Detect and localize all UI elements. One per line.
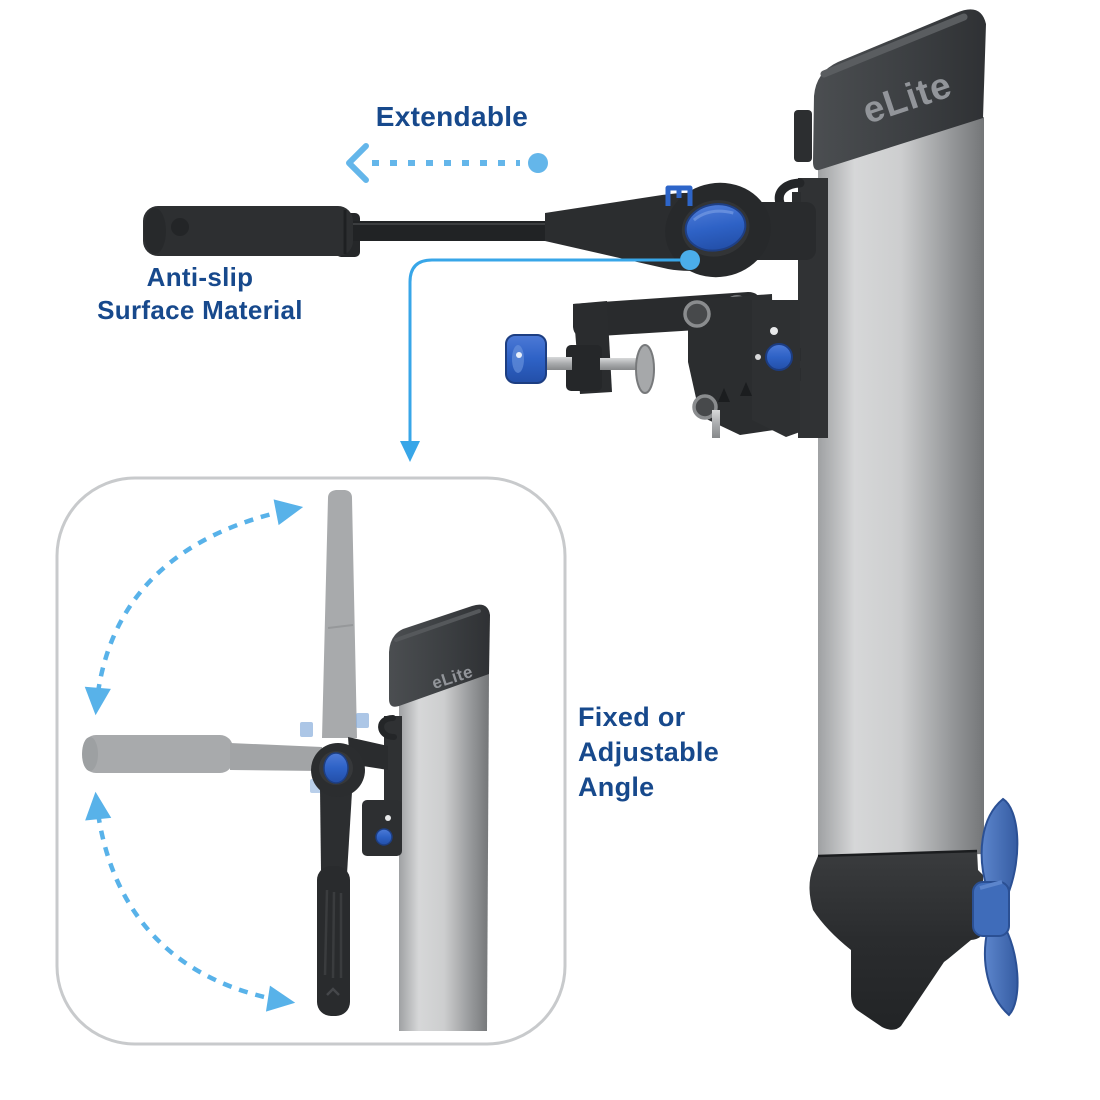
bracket-screw	[692, 394, 718, 420]
fixed-angle-line2: Adjustable	[578, 737, 720, 767]
head-tab	[794, 110, 812, 162]
clamp-knob-face	[512, 345, 524, 373]
motor-body	[818, 117, 984, 858]
extendable-arrow-chevron	[346, 143, 369, 183]
knob-highlight	[692, 209, 734, 222]
clamp-screw-sleeve	[566, 345, 602, 391]
callout-arrowhead	[400, 441, 420, 462]
inset-motor-body	[399, 672, 489, 1031]
callout-connector	[400, 250, 700, 462]
fixed-angle-label: Fixed or Adjustable Angle	[578, 700, 758, 805]
lock-pin	[712, 410, 720, 438]
motor-head-rim	[820, 13, 968, 78]
inset-motor-head	[389, 604, 490, 707]
fixed-angle-line3: Angle	[578, 772, 655, 802]
tiller-arm	[143, 182, 816, 278]
bracket-screw	[683, 300, 711, 328]
side-plate-dot2	[755, 354, 761, 360]
clamp-knob-dot	[516, 352, 522, 358]
propeller-blade-bottom	[984, 922, 1019, 1017]
rotation-arrow-lower	[85, 791, 296, 1012]
lower-unit	[809, 797, 1019, 1030]
side-plate-dot	[770, 327, 778, 335]
clamp-pad	[635, 344, 655, 394]
ghost-clip	[300, 722, 313, 737]
fixed-angle-line1: Fixed or	[578, 702, 686, 732]
extendable-arrow-dot	[528, 153, 548, 173]
anti-slip-line2: Surface Material	[97, 295, 303, 325]
inset-diagram: eLite	[55, 476, 567, 1046]
clamp-screw-shaft	[540, 357, 572, 370]
inset-bracket	[362, 800, 402, 856]
inset-mount-rail	[384, 716, 402, 810]
tiller-grip	[143, 206, 353, 256]
ghost-clip	[356, 713, 369, 728]
inset-pivot	[311, 743, 365, 797]
tiller-position-up-ghost	[322, 490, 357, 738]
motor-head	[813, 9, 986, 171]
bracket-marks	[718, 382, 752, 402]
callout-dot	[680, 250, 700, 270]
hub-highlight	[979, 880, 1003, 890]
blue-clip	[665, 185, 693, 206]
anti-slip-line1: Anti-slip	[146, 262, 254, 292]
anti-slip-label: Anti-slip Surface Material	[88, 261, 312, 327]
inset-motor: eLite	[348, 604, 490, 1031]
tiller-position-down	[317, 788, 352, 1016]
extendable-label: Extendable	[352, 101, 552, 133]
propeller	[972, 797, 1019, 1017]
tiller-shaft	[352, 221, 552, 241]
clamp-screw-shaft2	[600, 358, 638, 370]
rotation-arrow-upper	[84, 499, 304, 716]
grip-ridges	[323, 889, 343, 979]
side-plate-knob	[765, 343, 793, 371]
rail-tooth	[792, 192, 801, 205]
main-motor: eLite	[143, 9, 1019, 1030]
grip-endcap	[144, 208, 166, 254]
inset-pivot-knob	[323, 752, 349, 784]
tiller-position-horizontal-ghost	[82, 735, 322, 773]
grip-button	[171, 218, 189, 236]
propeller-hub	[972, 881, 1010, 937]
transom-clamp	[505, 292, 800, 438]
propeller-blade-top	[980, 797, 1019, 896]
inset-bracket-knob	[375, 828, 393, 846]
inset-cable-hook	[378, 715, 397, 740]
extendable-arrow	[346, 143, 548, 183]
inset-bracket-dot	[385, 815, 391, 821]
motor-pod	[809, 850, 983, 1030]
inset-head-rim	[394, 609, 481, 642]
callout-path	[408, 258, 681, 443]
grip-mark	[326, 987, 340, 996]
pod-seam	[817, 849, 978, 858]
extendable-label-text: Extendable	[375, 101, 529, 132]
